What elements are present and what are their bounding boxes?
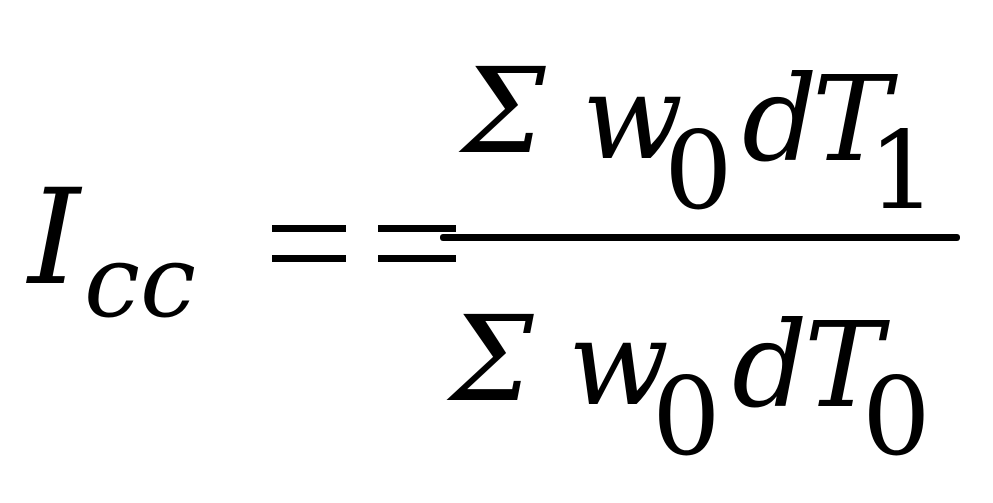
denominator-t: T: [804, 296, 883, 434]
numerator-t: T: [812, 50, 891, 188]
equals-sign-1-top-bar: [272, 225, 346, 232]
denominator-sum-symbol: Σ: [450, 290, 534, 428]
lhs-symbol-i: I: [28, 161, 81, 315]
numerator-sum-symbol: Σ: [462, 42, 546, 180]
denominator-w-subscript: 0: [652, 355, 721, 480]
numerator-w: w: [582, 48, 684, 186]
denominator-w: w: [568, 294, 670, 432]
equals-sign-1-bottom-bar: [272, 255, 346, 262]
equals-sign-2-top-bar: [378, 225, 456, 232]
denominator-t-subscript: 0: [862, 355, 931, 480]
lhs-subscript-cc: cc: [84, 223, 197, 340]
fraction-bar: [440, 234, 960, 241]
denominator-d: d: [732, 296, 808, 434]
numerator-d: d: [742, 50, 818, 188]
numerator-t-subscript: 1: [868, 109, 937, 234]
numerator-w-subscript: 0: [664, 109, 733, 234]
equals-sign-2-bottom-bar: [378, 255, 456, 262]
